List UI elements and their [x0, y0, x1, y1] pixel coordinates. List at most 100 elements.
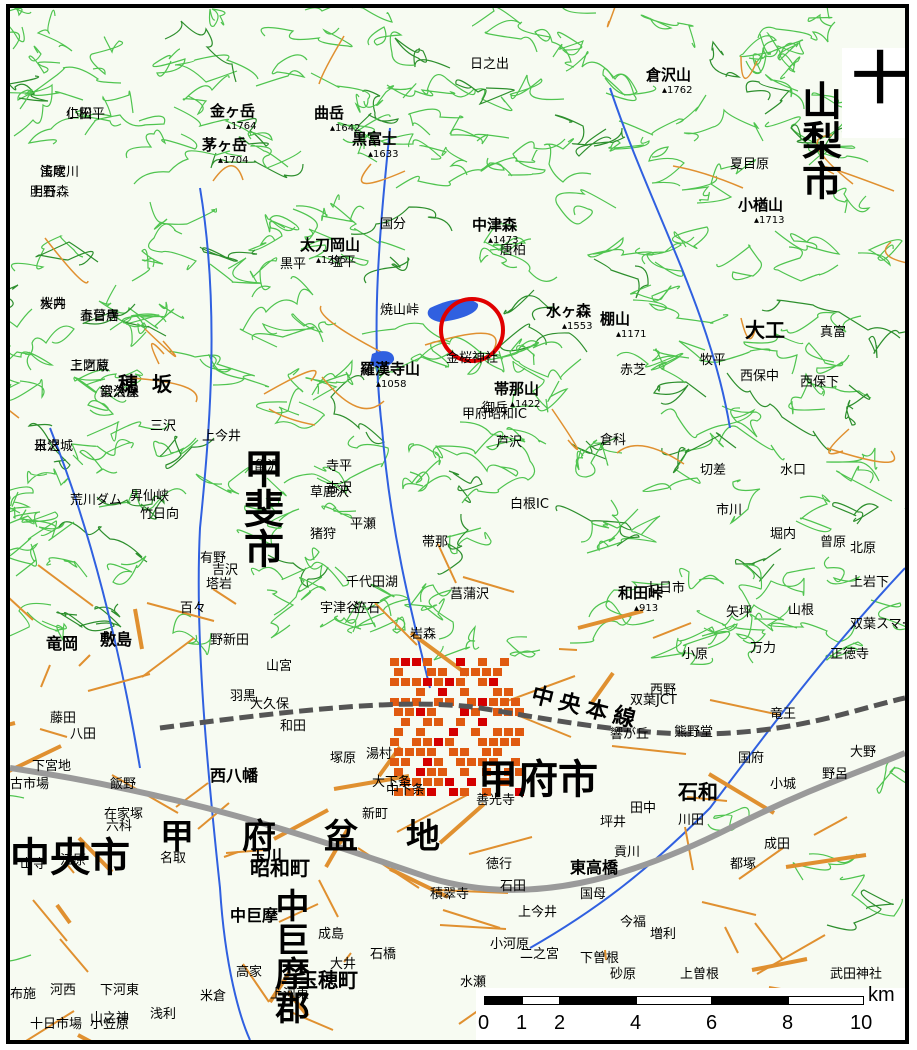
contour-line — [58, 521, 148, 563]
contour-line — [369, 616, 406, 634]
contour-line — [868, 329, 905, 359]
place-name: 桜井 — [40, 297, 67, 312]
contour-line — [310, 72, 371, 113]
urban-block — [401, 658, 410, 666]
contour-line — [74, 90, 134, 117]
urban-block — [405, 748, 414, 756]
place-name: 上石森 — [30, 185, 70, 200]
contour-line — [764, 74, 805, 110]
mountain-name: 金ヶ岳 — [210, 102, 256, 120]
urban-block — [423, 678, 432, 686]
urban-block — [478, 758, 487, 766]
urban-block — [489, 758, 498, 766]
mountain-elevation: ▴1642 — [330, 123, 361, 134]
contour-line — [678, 340, 771, 363]
contour-line — [10, 345, 55, 366]
contour-line — [739, 33, 778, 74]
contour-line — [210, 152, 304, 179]
road — [462, 576, 515, 593]
road — [141, 637, 195, 678]
contour-line — [147, 223, 197, 271]
urban-block — [478, 738, 487, 746]
contour-line — [174, 54, 259, 83]
urban-block — [493, 708, 502, 716]
road — [278, 903, 319, 923]
contour-line — [506, 636, 541, 658]
contour-line — [71, 438, 132, 466]
mountain-elevation: ▴913 — [634, 603, 659, 614]
urban-block — [434, 758, 443, 766]
place-name: 明野 — [30, 185, 57, 200]
road — [826, 447, 896, 463]
contour-line — [250, 561, 350, 587]
road — [606, 8, 616, 28]
urban-block — [427, 768, 436, 776]
urban-block — [394, 668, 403, 676]
place-name: 大井 — [330, 957, 357, 972]
road — [242, 963, 270, 1003]
urban-block — [394, 728, 403, 736]
urban-block — [427, 748, 436, 756]
contour-line — [780, 311, 862, 334]
scale-seg — [712, 996, 788, 1005]
contour-line — [517, 21, 575, 68]
contour-line — [208, 8, 226, 27]
place-name: 宮久保 — [100, 385, 140, 400]
contour-line — [823, 556, 861, 585]
urban-block — [511, 758, 520, 766]
place-name: 塔岩 — [206, 577, 233, 592]
urban-block — [438, 768, 447, 776]
contour-line — [106, 555, 147, 585]
urban-block — [460, 708, 469, 716]
place-name: 牧平 — [700, 353, 727, 368]
contour-line — [774, 230, 841, 255]
contour-line — [10, 491, 32, 510]
place-name: 西保中 — [740, 369, 780, 384]
label-kofu-basin: 甲府盆地 — [160, 817, 488, 857]
scale-unit: km — [868, 984, 895, 1006]
contour-line — [807, 8, 833, 27]
place-name: 西保下 — [800, 375, 840, 390]
road — [611, 745, 687, 755]
road — [321, 376, 385, 410]
urban-block — [500, 698, 509, 706]
river — [197, 187, 251, 1040]
contour-line — [27, 422, 71, 470]
road — [263, 369, 317, 395]
road — [442, 909, 501, 929]
contour-line — [455, 79, 515, 106]
urban-block — [434, 778, 443, 786]
road — [652, 622, 692, 639]
place-name: 浅尾 — [40, 165, 67, 180]
contour-line — [167, 350, 270, 388]
contour-line — [826, 889, 894, 931]
road — [55, 903, 72, 925]
contour-line — [738, 564, 763, 612]
urban-block — [427, 668, 436, 676]
road — [212, 165, 244, 182]
road — [816, 134, 854, 185]
place-name: 武田神社 — [830, 967, 883, 982]
town-name: 玉川 — [250, 846, 283, 865]
contour-line — [407, 443, 441, 484]
contour-line — [761, 299, 901, 339]
place-name: 春日居 — [80, 309, 120, 324]
urban-block — [489, 738, 498, 746]
town-name: 中巨摩 — [230, 906, 279, 925]
urban-block — [456, 718, 465, 726]
contour-line — [131, 248, 164, 282]
urban-block — [416, 708, 425, 716]
contour-line — [56, 611, 115, 632]
contour-line — [316, 435, 389, 485]
contour-line — [870, 599, 905, 631]
place-name: 坪井 — [600, 815, 627, 830]
place-name: 大下条 — [372, 775, 412, 790]
mountain-name: 羅漢寺山 — [360, 360, 421, 378]
contour-line — [98, 488, 187, 511]
urban-block — [456, 658, 465, 666]
mountain-elevation: ▴1058 — [376, 379, 407, 390]
contour-line — [575, 443, 609, 478]
contour-line — [379, 133, 442, 160]
contour-line — [734, 548, 782, 582]
contour-line — [777, 42, 799, 73]
